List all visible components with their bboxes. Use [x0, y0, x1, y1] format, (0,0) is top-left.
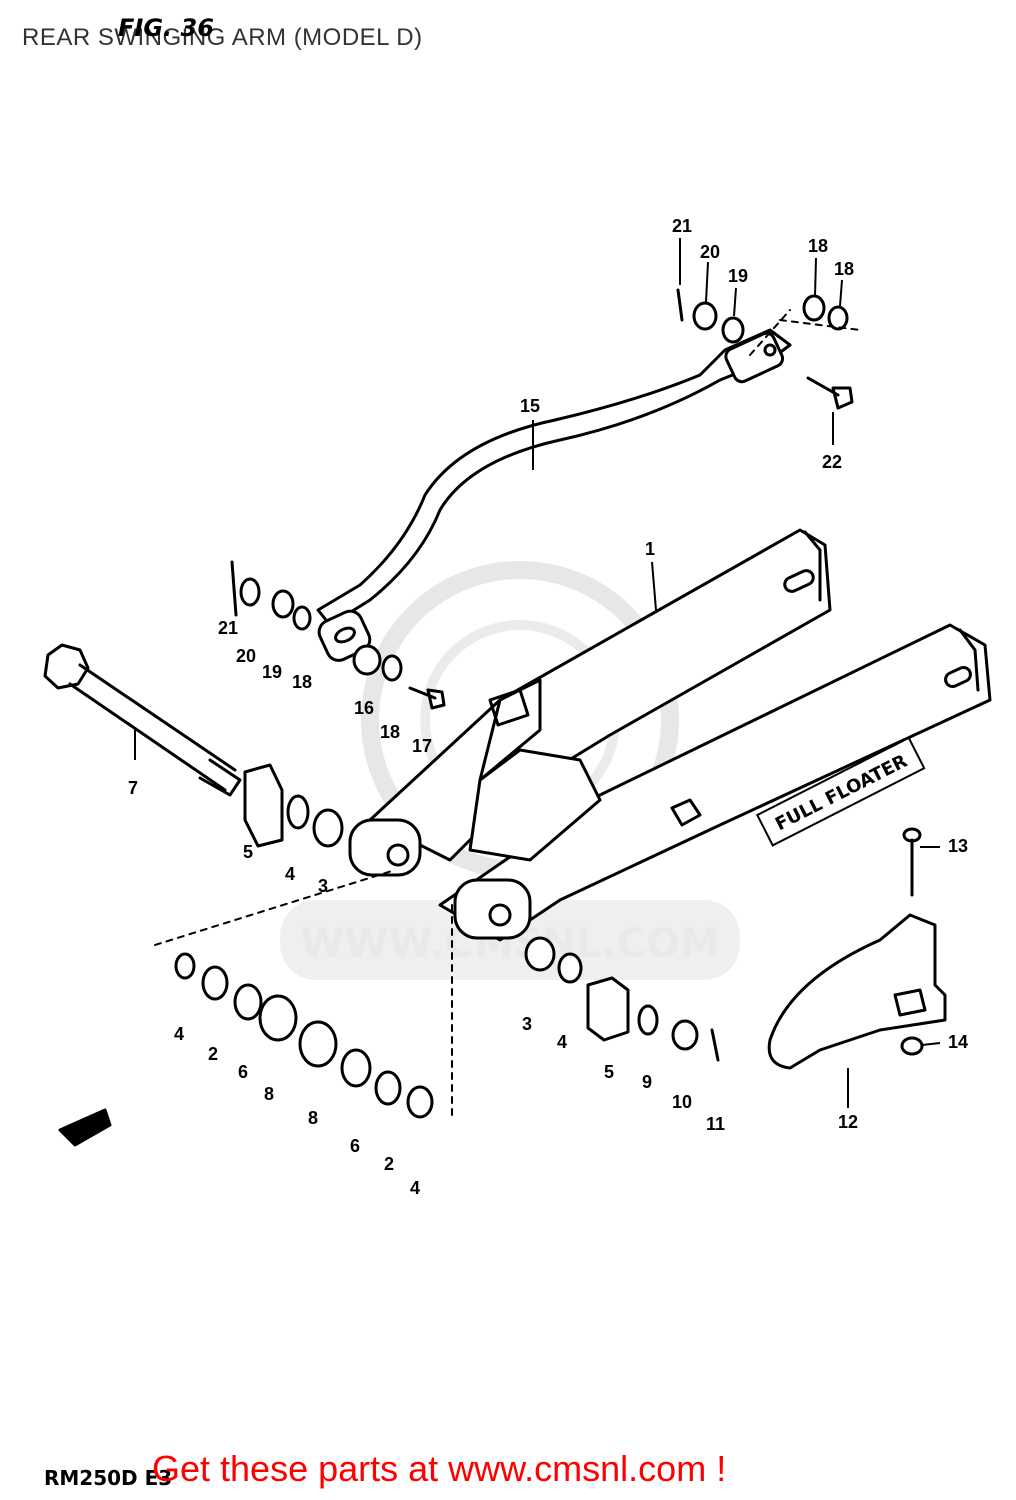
callout: 6 [350, 1136, 360, 1156]
promo-link[interactable]: Get these parts at www.cmsnl.com ! [152, 1448, 727, 1489]
left-pivot-bushings [243, 763, 344, 848]
page-title: REAR SWINGING ARM (MODEL D) [22, 24, 423, 51]
callout: 11 [706, 1114, 725, 1134]
callout: 4 [410, 1178, 420, 1198]
model-code: RM250D E3 [44, 1466, 173, 1490]
leader-lines [154, 309, 861, 1116]
chain-guide [767, 913, 947, 1070]
callout: 18 [834, 259, 854, 279]
callout: 19 [262, 662, 282, 682]
callout: 5 [604, 1062, 614, 1082]
callout: 20 [700, 242, 720, 262]
callout-leaders [134, 238, 941, 1108]
callout: 21 [218, 618, 238, 638]
callout: 15 [520, 396, 540, 416]
callout: 4 [174, 1024, 184, 1044]
callout: 16 [354, 698, 374, 718]
callout: 21 [672, 216, 692, 236]
callout: 9 [642, 1072, 652, 1092]
callout: 2 [208, 1044, 218, 1064]
callout: 20 [236, 646, 256, 666]
callout: 3 [522, 1014, 532, 1034]
callout: 3 [318, 876, 328, 896]
callout: 1 [645, 539, 655, 559]
bolt-13 [902, 827, 922, 897]
lower-left-bearing-stack [174, 952, 434, 1119]
lower-right-bearing-stack [524, 936, 720, 1062]
callout: 8 [308, 1108, 318, 1128]
callout: 10 [672, 1092, 692, 1112]
callout: 14 [948, 1032, 968, 1052]
callout: 7 [128, 778, 138, 798]
callout: 4 [557, 1032, 567, 1052]
callout: 18 [808, 236, 828, 256]
callout: 22 [822, 452, 842, 472]
swing-arm [348, 528, 992, 942]
callout: 19 [728, 266, 748, 286]
callout: 6 [238, 1062, 248, 1082]
callout: 18 [380, 722, 400, 742]
front-direction-arrow-icon [58, 1108, 112, 1147]
callout: 4 [285, 864, 295, 884]
watermark-logo: WWW.CMSNL.COM [280, 561, 740, 980]
callout: 12 [838, 1112, 858, 1132]
torque-rod-front-hardware [230, 560, 446, 710]
callout: 5 [243, 842, 253, 862]
callout: 18 [292, 672, 312, 692]
callout-labels: 21 20 19 18 18 15 22 1 21 20 19 18 16 18… [128, 216, 968, 1198]
callout: 8 [264, 1084, 274, 1104]
torque-rod-rear-hardware [676, 288, 854, 410]
callout: 17 [412, 736, 432, 756]
callout: 13 [948, 836, 968, 856]
figure-number: FIG. 36 [118, 14, 214, 42]
callout: 2 [384, 1154, 394, 1174]
pivot-axle [43, 643, 242, 797]
